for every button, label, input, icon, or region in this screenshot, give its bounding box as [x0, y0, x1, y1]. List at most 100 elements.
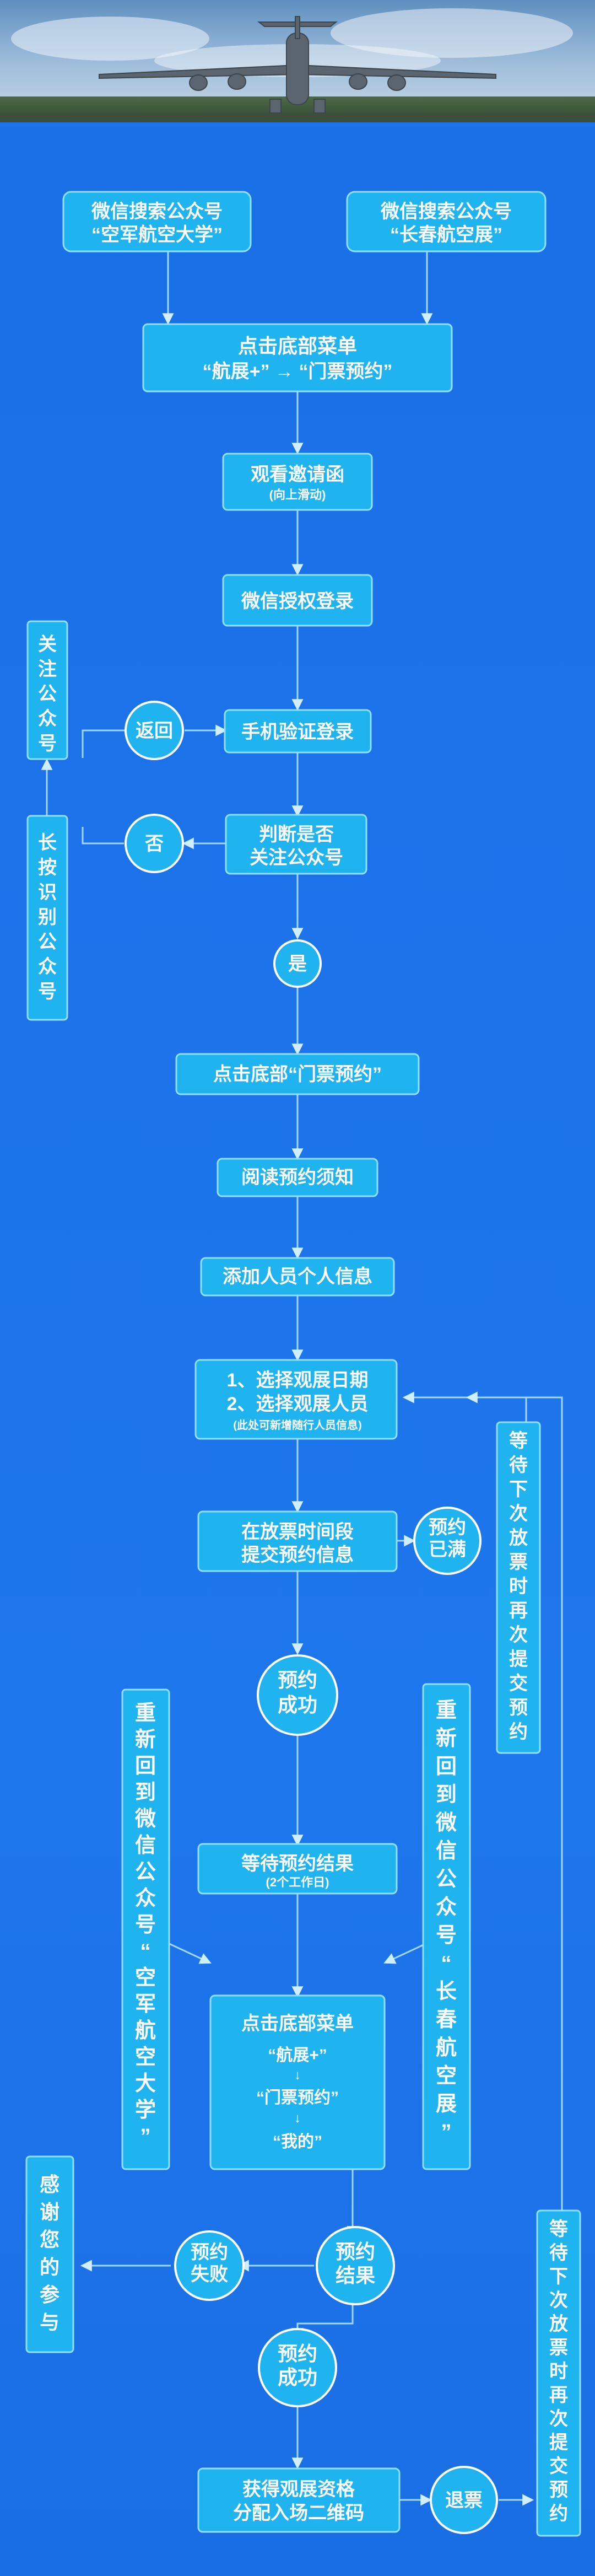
svg-text:回: 回 [135, 1755, 156, 1778]
svg-text:退票: 退票 [445, 2490, 483, 2511]
node-follow-account: 关 注 公 众 号 [26, 620, 68, 760]
node-wait-next-1: 等 待 下 次 放 票 时 再 次 提 交 预 约 [496, 1421, 541, 1754]
node-success-2: 预约 成功 [258, 2328, 337, 2407]
svg-text:“空军航空大学”: “空军航空大学” [91, 224, 223, 245]
node-thanks: 感 谢 您 的 参 与 [25, 2155, 74, 2353]
svg-text:号: 号 [436, 1924, 457, 1947]
svg-text:等: 等 [549, 2219, 568, 2240]
svg-text:关注公众号: 关注公众号 [250, 847, 343, 868]
svg-text:识: 识 [38, 882, 57, 903]
svg-text:谢: 谢 [40, 2201, 60, 2223]
svg-text:微: 微 [435, 1811, 457, 1835]
svg-text:预: 预 [509, 1697, 528, 1718]
svg-text:预: 预 [549, 2480, 568, 2500]
svg-text:预约: 预约 [278, 1669, 317, 1691]
svg-text:微信搜索公众号: 微信搜索公众号 [380, 201, 512, 222]
svg-text:次: 次 [509, 1625, 528, 1645]
node-choose-date: 1、选择观展日期 2、选择观展人员 (此处可新增随行人员信息) [194, 1359, 398, 1440]
node-wait-result: 等待预约结果 (2个工作日) [197, 1843, 398, 1895]
node-add-person: 添加人员个人信息 [200, 1257, 395, 1297]
svg-text:微信授权登录: 微信授权登录 [241, 591, 354, 612]
svg-text:别: 别 [38, 907, 57, 928]
svg-text:下: 下 [509, 1479, 528, 1500]
svg-text:到: 到 [135, 1781, 156, 1804]
svg-text:待: 待 [549, 2242, 568, 2263]
svg-text:军: 军 [135, 1993, 156, 2016]
svg-text:“航展+” → “门票预约”: “航展+” → “门票预约” [203, 361, 393, 382]
svg-text:微信搜索公众号: 微信搜索公众号 [91, 201, 223, 222]
svg-text:与: 与 [40, 2311, 60, 2333]
node-no: 否 [125, 814, 184, 873]
svg-text:等待预约结果: 等待预约结果 [241, 1853, 354, 1874]
svg-text:众: 众 [38, 708, 57, 729]
svg-text:时: 时 [549, 2361, 568, 2382]
node-menu-tap: 点击底部菜单 “航展+” → “门票预约” [142, 323, 453, 392]
svg-text:2、选择观展人员: 2、选择观展人员 [227, 1394, 369, 1415]
svg-text:(向上滑动): (向上滑动) [269, 488, 326, 502]
node-check-follow: 判断是否 关注公众号 [225, 814, 367, 875]
connectors [41, 251, 563, 2506]
svg-text:↓: ↓ [294, 2111, 301, 2126]
svg-text:再: 再 [509, 1600, 528, 1621]
svg-text:航: 航 [436, 2036, 457, 2059]
svg-text:待: 待 [509, 1455, 528, 1476]
svg-text:再: 再 [549, 2385, 568, 2406]
svg-text:已满: 已满 [429, 1539, 466, 1560]
node-wechat-search-kjhk: 微信搜索公众号 “空军航空大学” [62, 191, 252, 252]
svg-text:注: 注 [38, 659, 57, 680]
svg-text:交: 交 [509, 1672, 528, 1694]
node-long-press: 长 按 识 别 公 众 号 [26, 815, 68, 1021]
svg-text:提交预约信息: 提交预约信息 [241, 1544, 354, 1566]
svg-text:等: 等 [509, 1430, 528, 1451]
svg-text:号: 号 [38, 981, 57, 1002]
svg-text:重: 重 [135, 1702, 156, 1725]
svg-text:判断是否: 判断是否 [259, 824, 334, 845]
svg-text:次: 次 [509, 1503, 528, 1524]
node-wechat-login: 微信授权登录 [222, 574, 373, 627]
svg-text:展: 展 [436, 2093, 457, 2116]
svg-text:预约: 预约 [191, 2242, 228, 2263]
cargo-plane-icon [0, 0, 595, 127]
node-refund: 退票 [430, 2466, 498, 2534]
node-yes: 是 [273, 939, 322, 988]
svg-text:关: 关 [38, 634, 57, 655]
svg-text:参: 参 [40, 2283, 60, 2306]
node-wait-next-2: 等 待 下 次 放 票 时 再 次 提 交 预 约 [536, 2209, 581, 2537]
svg-text:(2个工作日): (2个工作日) [266, 1875, 329, 1889]
hero-banner [0, 0, 595, 127]
svg-text:“我的”: “我的” [273, 2133, 322, 2151]
node-fail: 预约 失败 [174, 2230, 245, 2301]
svg-text:号: 号 [135, 1913, 156, 1937]
svg-text:“长春航空展”: “长春航空展” [390, 224, 502, 245]
node-back-kjhk: 重 新 回 到 微 信 公 众 号 “ 空 军 航 空 大 学 ” [121, 1688, 170, 2170]
svg-text:回: 回 [436, 1755, 457, 1778]
svg-text:公: 公 [38, 932, 57, 953]
svg-text:票: 票 [509, 1552, 528, 1573]
svg-text:信: 信 [135, 1834, 156, 1857]
svg-text:“: “ [140, 1940, 151, 1963]
node-success-1: 预约 成功 [257, 1654, 338, 1736]
svg-text:约: 约 [509, 1722, 528, 1743]
svg-text:您: 您 [40, 2228, 60, 2251]
svg-text:公: 公 [38, 684, 57, 704]
svg-text:众: 众 [436, 1896, 457, 1919]
svg-text:提: 提 [509, 1649, 528, 1670]
svg-text:分配入场二维码: 分配入场二维码 [233, 2503, 364, 2524]
svg-text:放: 放 [509, 1528, 528, 1548]
svg-text:新: 新 [436, 1727, 457, 1750]
svg-text:新: 新 [135, 1728, 156, 1751]
svg-text:春: 春 [436, 2008, 457, 2031]
svg-text:“: “ [441, 1952, 452, 1975]
svg-text:微: 微 [134, 1808, 156, 1831]
svg-text:感: 感 [40, 2173, 60, 2196]
svg-text:票: 票 [549, 2337, 568, 2358]
node-get-qr: 获得观展资格 分配入场二维码 [197, 2467, 401, 2533]
svg-text:失败: 失败 [191, 2264, 228, 2285]
svg-text:大: 大 [135, 2072, 156, 2095]
svg-text:空: 空 [135, 1966, 156, 1989]
svg-text:交: 交 [549, 2455, 568, 2477]
svg-text:预约: 预约 [429, 1517, 466, 1538]
svg-text:放: 放 [549, 2314, 568, 2335]
svg-text:重: 重 [436, 1699, 457, 1722]
